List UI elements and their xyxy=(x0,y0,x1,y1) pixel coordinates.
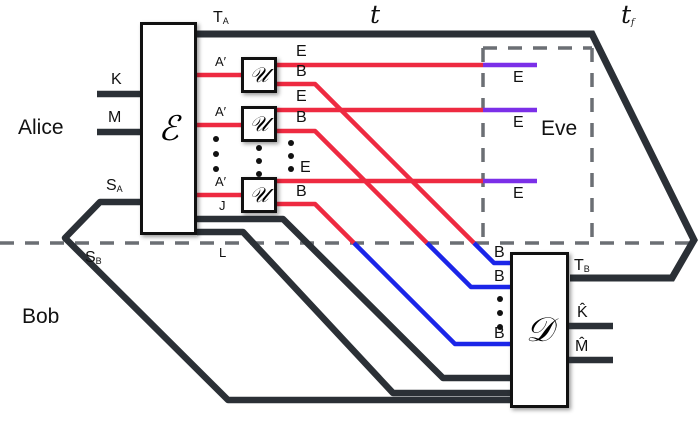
input-label-SA: SA xyxy=(106,177,123,194)
unitary-box-1[interactable]: 𝒰 xyxy=(241,57,277,93)
ellipsis-dot xyxy=(288,140,294,146)
eve-mode-label-E-1: E xyxy=(513,69,524,86)
input-label-M: M xyxy=(108,109,122,126)
time-label-t: t xyxy=(370,0,381,29)
mode-label-Aprime-1: A′ xyxy=(215,54,227,69)
mode-label-B-out-2: B xyxy=(296,109,307,126)
bob-mode-label-B-2: B xyxy=(494,268,505,285)
party-label-alice: Alice xyxy=(18,116,64,139)
ellipsis-dot xyxy=(256,171,262,177)
output-label-K-hat: K̂ xyxy=(577,304,588,321)
ellipsis-dot xyxy=(256,158,262,164)
wire-B-1-red xyxy=(276,81,476,245)
eve-mode-label-E-2: E xyxy=(513,114,524,131)
unitary-box-2[interactable]: 𝒰 xyxy=(241,106,277,142)
wire-B-3-blue xyxy=(352,241,510,347)
mode-label-E-out-2: E xyxy=(296,88,307,105)
mode-label-J: J xyxy=(219,198,226,213)
ellipsis-dot xyxy=(256,145,262,151)
input-label-K: K xyxy=(111,71,122,88)
time-label-tf: tf xyxy=(621,0,635,29)
mode-label-E-out-1: E xyxy=(296,43,307,60)
unitary-box-3[interactable]: 𝒰 xyxy=(241,177,277,213)
ellipsis-dot xyxy=(213,166,219,172)
channel-label-TB: TB xyxy=(574,257,590,274)
unitary-symbol: 𝒰 xyxy=(249,62,269,87)
encoder-box[interactable]: ℰ xyxy=(140,22,197,235)
party-label-eve: Eve xyxy=(541,117,578,140)
mode-label-B-out-1: B xyxy=(296,63,307,80)
ellipsis-dot xyxy=(213,136,219,142)
wire-B-2-blue xyxy=(425,241,510,290)
eve-dashed-box xyxy=(481,46,594,243)
channel-label-TA: TA xyxy=(213,9,229,26)
unitary-symbol: 𝒰 xyxy=(249,182,269,207)
ellipsis-dot xyxy=(497,310,503,316)
bob-mode-label-B-3: B xyxy=(494,325,505,342)
bob-mode-label-B-1: B xyxy=(494,244,505,261)
outer-protocol-outline xyxy=(197,30,698,282)
mode-label-Aprime-2: A′ xyxy=(215,104,227,119)
ellipsis-dot xyxy=(213,151,219,157)
mode-label-B-out-3: B xyxy=(296,183,307,200)
eve-mode-label-E-3: E xyxy=(513,185,524,202)
wire-B-3-red xyxy=(276,201,356,245)
ellipsis-dot xyxy=(288,153,294,159)
output-label-M-hat: M̂ xyxy=(575,338,589,355)
encoder-symbol: ℰ xyxy=(158,108,179,149)
decoder-box[interactable]: 𝒟 xyxy=(510,252,569,408)
unitary-symbol: 𝒰 xyxy=(249,111,269,136)
input-label-SB: SB xyxy=(85,249,102,266)
ellipsis-dot xyxy=(497,296,503,302)
wire-SB xyxy=(62,235,510,404)
mode-label-Aprime-3: A′ xyxy=(215,174,227,189)
wire-B-2-red xyxy=(276,128,429,245)
ellipsis-dot xyxy=(497,324,503,330)
wire-SA xyxy=(61,198,146,242)
decoder-symbol: 𝒟 xyxy=(525,310,554,350)
mode-label-E-out-3: E xyxy=(300,159,311,176)
ellipsis-dot xyxy=(288,166,294,172)
wire-J xyxy=(197,215,510,382)
mode-label-L: L xyxy=(219,245,227,260)
party-label-bob: Bob xyxy=(22,305,60,328)
wire-L xyxy=(197,228,510,397)
wire-B-1-blue xyxy=(472,241,510,266)
